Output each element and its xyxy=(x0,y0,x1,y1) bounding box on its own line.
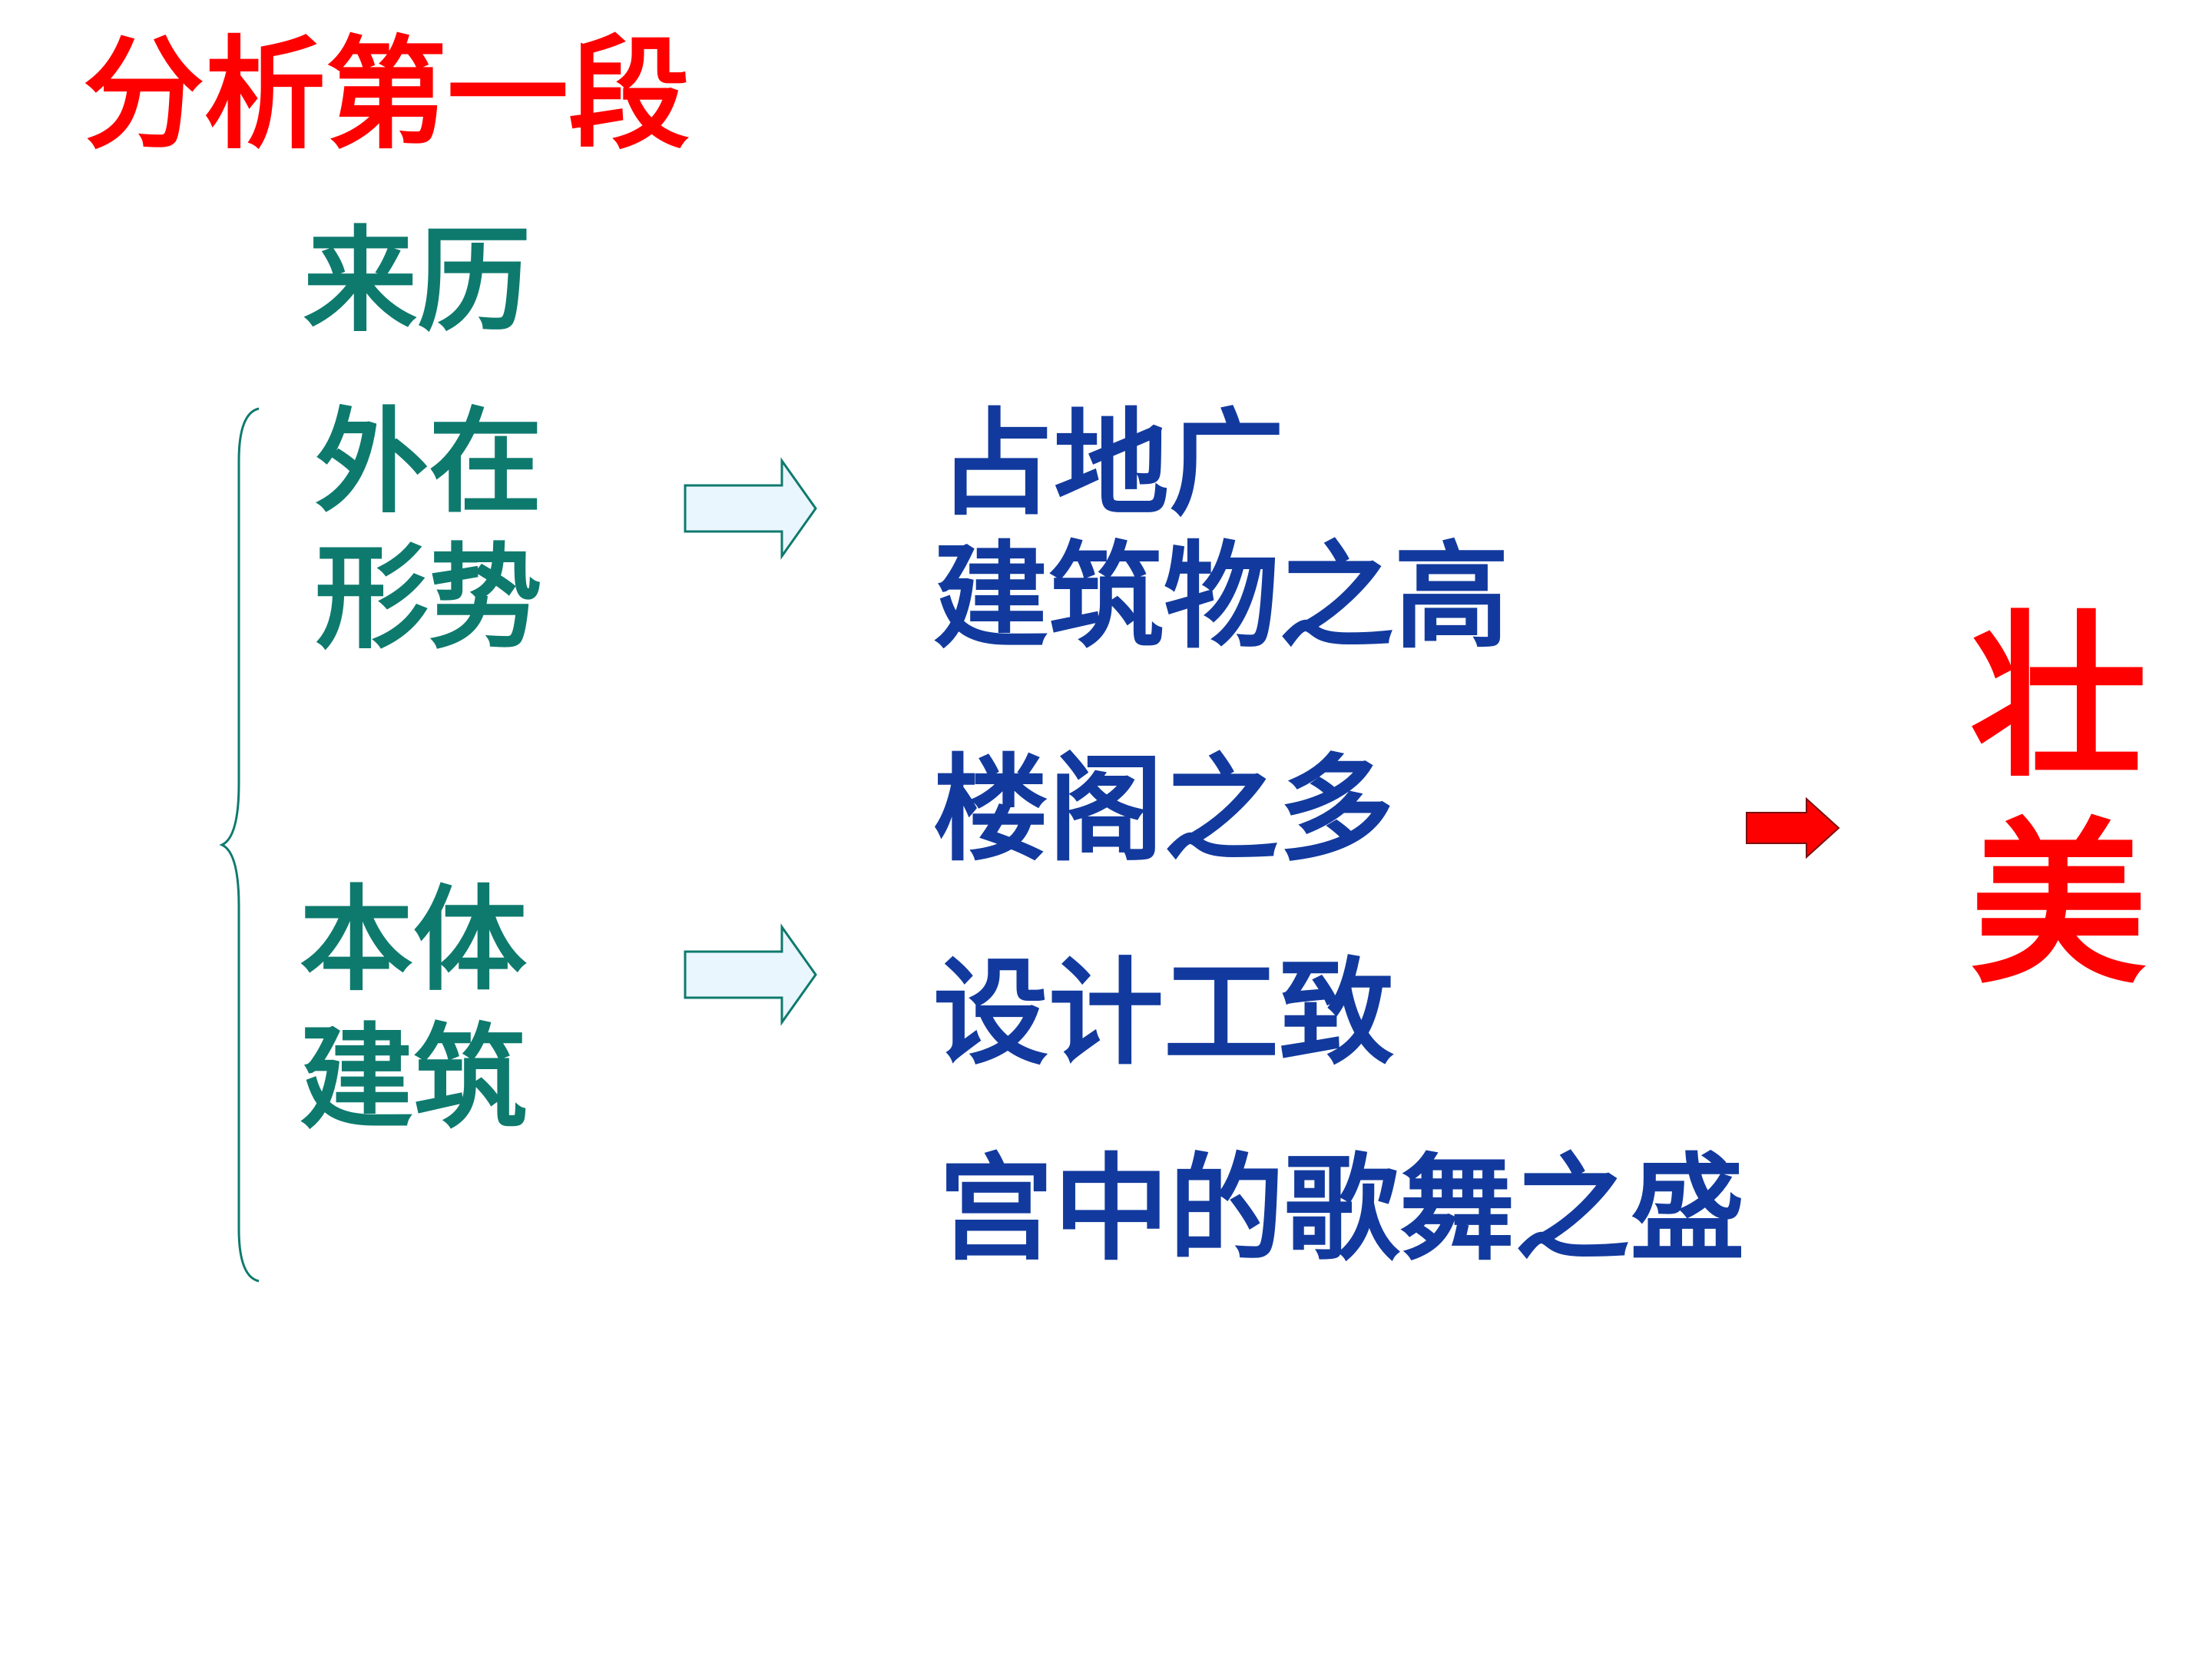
category-building-line1: 本体 xyxy=(300,874,527,1006)
curly-brace xyxy=(219,407,260,1283)
detail-item-1: 占地广 xyxy=(939,398,1285,531)
category-building-line2: 建筑 xyxy=(300,1012,527,1144)
conclusion-char-1: 壮 xyxy=(1970,596,2147,801)
detail-item-3: 楼阁之多 xyxy=(933,743,1395,877)
category-external-line1: 外在 xyxy=(315,396,542,528)
detail-item-4: 设计工致 xyxy=(933,947,1395,1081)
conclusion-char-2: 美 xyxy=(1970,803,2147,1008)
detail-item-5: 宫中的歌舞之盛 xyxy=(939,1143,1746,1277)
category-origin: 来历 xyxy=(303,215,531,347)
slide-title: 分析第一段 xyxy=(83,25,690,166)
solid-arrow-icon xyxy=(1746,796,1840,859)
hollow-arrow-icon xyxy=(684,457,817,560)
detail-item-2: 建筑物之高 xyxy=(933,531,1510,664)
category-external-line2: 形势 xyxy=(315,532,542,664)
hollow-arrow-icon xyxy=(684,923,817,1026)
